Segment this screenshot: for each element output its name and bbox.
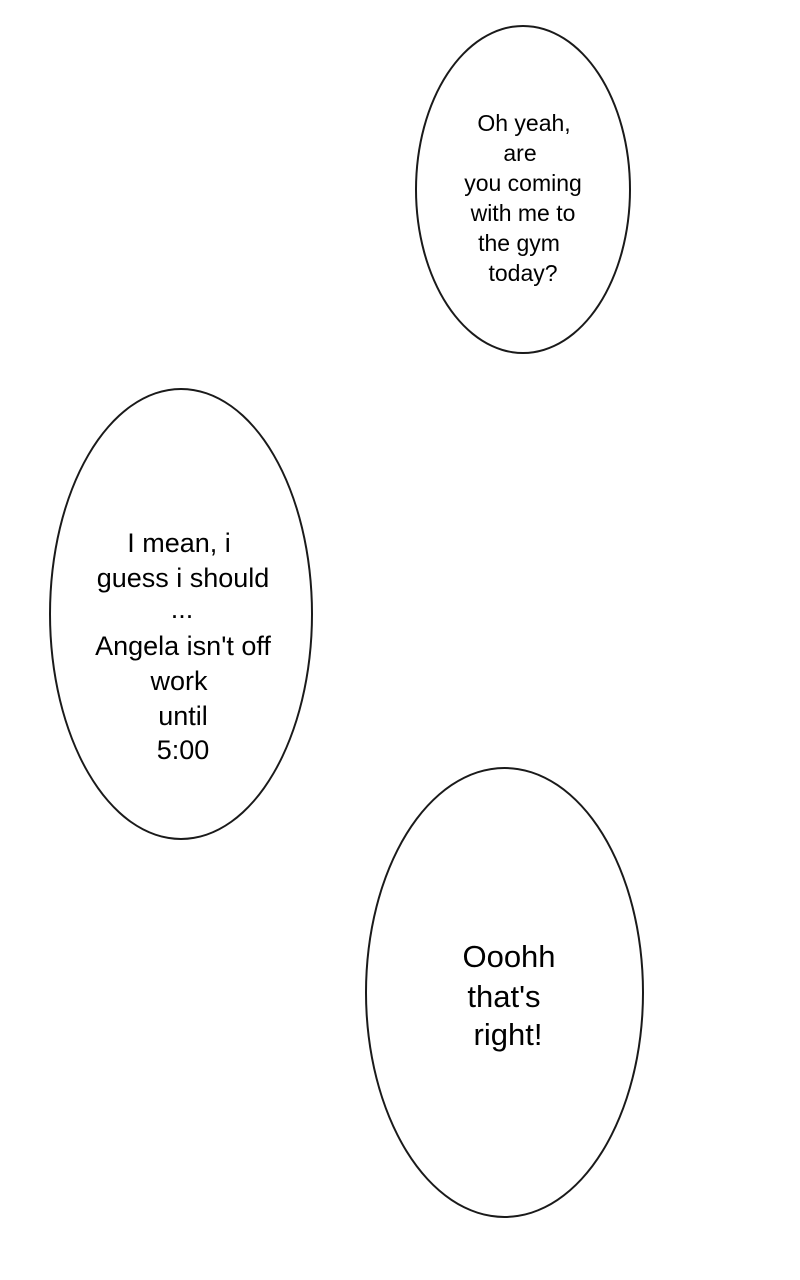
bubble-text-line: Oh yeah, [477,110,571,136]
bubble-text-line: that's [467,979,541,1014]
bubble-text-line: right! [473,1017,543,1052]
bubble-text-line: the gym [478,230,560,256]
bubble-text-line: today? [488,260,558,286]
bubble-text-line: guess i should [96,563,270,593]
bubble-text-line: ... [170,594,194,624]
bubble-text-line: work [150,666,208,696]
bubble-text-line: are [503,140,537,166]
bubble-text-line: with me to [470,200,576,226]
speech-bubble-3: Ooohh that's right! [365,767,644,1218]
bubble-text-line: 5:00 [156,735,210,765]
speech-bubble-1: Oh yeah, are you coming with me to the g… [415,25,631,354]
bubble-text-line: Angela isn't off [95,631,271,661]
bubble-text-line: Ooohh [462,939,556,974]
bubble-text-line: you coming [464,170,582,196]
bubble-text-line: until [158,701,208,731]
speech-bubble-2: I mean, i guess i should ... Angela isn'… [49,388,313,840]
bubble-text-line: I mean, i [127,528,231,558]
